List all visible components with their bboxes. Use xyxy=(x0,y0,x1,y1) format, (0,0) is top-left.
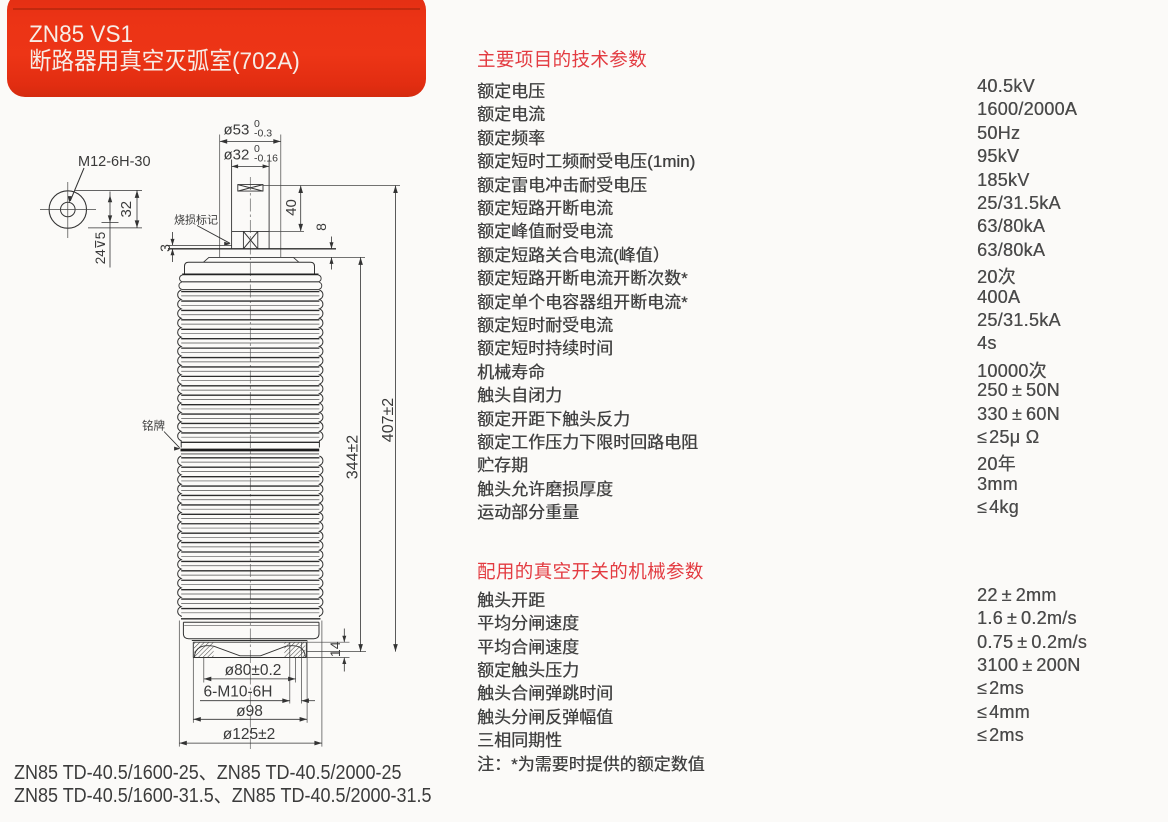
svg-text:407±2: 407±2 xyxy=(380,398,397,442)
svg-text:3: 3 xyxy=(157,244,173,252)
svg-text:14: 14 xyxy=(327,641,343,657)
svg-text:24⊽5: 24⊽5 xyxy=(93,232,108,264)
svg-text:ø125±2: ø125±2 xyxy=(223,726,275,743)
svg-text:ø53: ø53 xyxy=(224,122,250,139)
svg-text:6-M10-6H: 6-M10-6H xyxy=(204,684,273,701)
svg-text:0: 0 xyxy=(254,118,260,130)
svg-text:ø98: ø98 xyxy=(236,703,263,720)
svg-text:8: 8 xyxy=(313,223,329,231)
svg-text:M12-6H-30: M12-6H-30 xyxy=(78,154,151,170)
svg-text:-0.3: -0.3 xyxy=(254,128,272,140)
svg-text:-0.16: -0.16 xyxy=(254,153,278,165)
svg-text:344±2: 344±2 xyxy=(345,435,362,479)
svg-text:40: 40 xyxy=(283,199,300,216)
svg-text:32: 32 xyxy=(118,201,135,218)
svg-text:ø32: ø32 xyxy=(224,147,250,164)
svg-text:0: 0 xyxy=(254,143,260,155)
svg-text:ø80±0.2: ø80±0.2 xyxy=(225,662,282,679)
svg-text:烧损标记: 烧损标记 xyxy=(174,213,218,227)
svg-text:铭牌: 铭牌 xyxy=(142,419,165,433)
